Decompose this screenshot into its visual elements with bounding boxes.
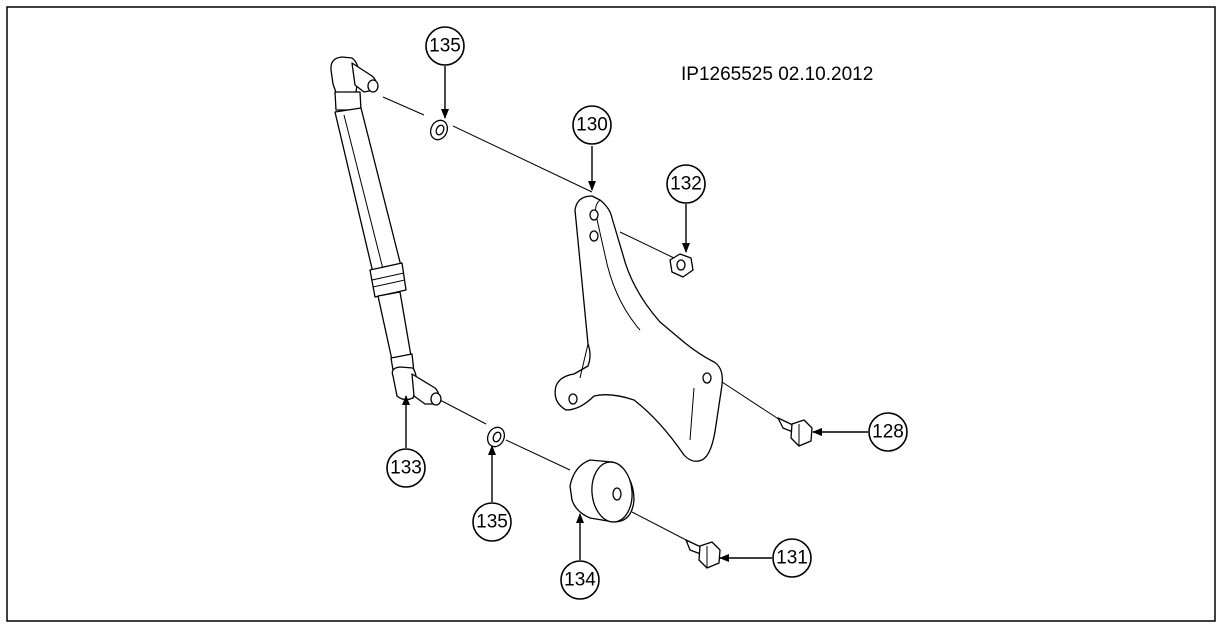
callout-135-bottom-label: 135	[476, 512, 508, 533]
document-id: IP1265525 02.10.2012	[681, 64, 873, 85]
callout-130-label: 130	[576, 115, 608, 136]
callout-133-label: 133	[390, 458, 422, 479]
callout-135-bottom: 135	[472, 502, 512, 542]
callout-133: 133	[386, 448, 426, 488]
callout-132-label: 132	[670, 174, 702, 195]
leader-lines	[402, 66, 868, 562]
washer-top-part	[429, 119, 449, 141]
assembly-centerlines	[382, 96, 781, 543]
bracket-part	[554, 195, 723, 462]
callout-128-label: 128	[872, 422, 904, 443]
callout-134-label: 134	[564, 570, 596, 591]
callout-135-top-label: 135	[429, 36, 461, 57]
callout-132: 132	[666, 164, 706, 204]
callout-131: 131	[772, 538, 812, 578]
washer-bottom-part	[486, 426, 506, 448]
callout-130: 130	[572, 105, 612, 145]
gas-spring-part	[330, 56, 442, 406]
callout-128: 128	[868, 412, 908, 452]
callout-135-top: 135	[425, 26, 465, 66]
diagram-border	[6, 6, 1216, 622]
nut-part	[669, 253, 694, 278]
spacer-part	[569, 459, 635, 523]
callout-131-label: 131	[776, 548, 808, 569]
callout-134: 134	[560, 560, 600, 600]
bolt-128-part	[777, 417, 813, 447]
bolt-131-part	[685, 539, 721, 569]
